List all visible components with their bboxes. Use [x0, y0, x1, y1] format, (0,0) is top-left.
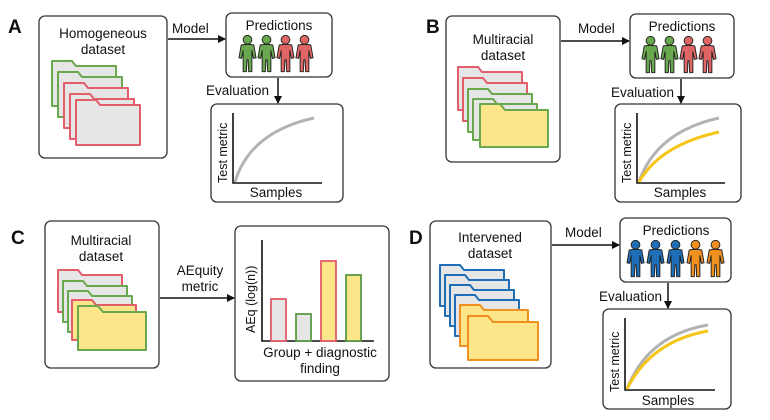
evaluation-label-b: Evaluation	[611, 85, 674, 100]
dataset-title-line2-c: dataset	[79, 249, 124, 264]
metric-label-line2: metric	[182, 279, 219, 294]
dataset-title-line2-b: dataset	[481, 48, 526, 63]
model-label-b: Model	[578, 21, 615, 36]
bar-3	[320, 260, 337, 342]
panel-letter-d: D	[409, 228, 423, 249]
axes-b	[636, 113, 725, 184]
bar-series	[270, 260, 362, 342]
panel-c: C Multiracial dataset AEquity metric AEq…	[11, 220, 390, 382]
evaluation-box-b	[614, 103, 742, 203]
curve-gray-b	[637, 116, 720, 183]
folder	[467, 315, 539, 361]
chart-box-c	[234, 225, 390, 382]
panel-a: A Homogeneous dataset Model Predictions …	[8, 12, 344, 203]
folder-stack-a	[51, 60, 141, 146]
x-axis-label-d: Samples	[642, 393, 695, 408]
curve-gray-a	[233, 116, 315, 183]
predictions-label-a: Predictions	[246, 18, 313, 33]
chart-x-label-line2: finding	[300, 361, 340, 376]
predictions-label-d: Predictions	[643, 223, 710, 238]
axes-a	[232, 113, 322, 184]
axes-d	[624, 318, 715, 391]
y-axis-label-a: Test metric	[216, 123, 230, 183]
dataset-title-line2-a: dataset	[81, 42, 126, 57]
x-axis-label-a: Samples	[250, 185, 303, 200]
evaluation-label-d: Evaluation	[599, 289, 662, 304]
model-label-a: Model	[172, 21, 209, 36]
curve-yellow-d	[625, 329, 709, 390]
predictions-label-b: Predictions	[649, 19, 716, 34]
curve-yellow-b	[637, 130, 720, 183]
dataset-title-line1-d: Intervened	[458, 230, 522, 245]
x-axis-label-b: Samples	[654, 185, 707, 200]
folder-stack-d	[439, 264, 539, 361]
panel-letter-b: B	[426, 17, 440, 38]
y-axis-label-d: Test metric	[608, 332, 622, 392]
chart-x-label-line1: Group + diagnostic	[263, 345, 377, 360]
folder	[479, 103, 549, 148]
folder	[77, 305, 147, 351]
dataset-title-line1-b: Multiracial	[473, 32, 534, 47]
metric-label-line1: AEquity	[177, 263, 224, 278]
dataset-title-line1-a: Homogeneous	[59, 26, 147, 41]
panel-letter-a: A	[8, 17, 22, 38]
evaluation-label-a: Evaluation	[206, 83, 269, 98]
y-axis-label-b: Test metric	[620, 123, 634, 183]
bar-4	[345, 274, 362, 342]
bar-2	[295, 313, 312, 342]
folder-stack-b	[457, 66, 549, 148]
dataset-title-line1-c: Multiracial	[71, 233, 132, 248]
chart-y-axis-label: AEq (log(n))	[244, 266, 258, 333]
dataset-title-line2-d: dataset	[468, 246, 513, 261]
folder	[75, 99, 141, 146]
panel-letter-c: C	[11, 228, 25, 249]
panel-d: D Intervened dataset Model Predictions E…	[409, 217, 732, 410]
panel-b: B Multiracial dataset Model Predictions …	[426, 13, 742, 203]
bar-1	[270, 298, 287, 342]
folder-stack-c	[57, 269, 147, 351]
evaluation-box-a	[210, 103, 344, 203]
model-label-d: Model	[565, 225, 602, 240]
